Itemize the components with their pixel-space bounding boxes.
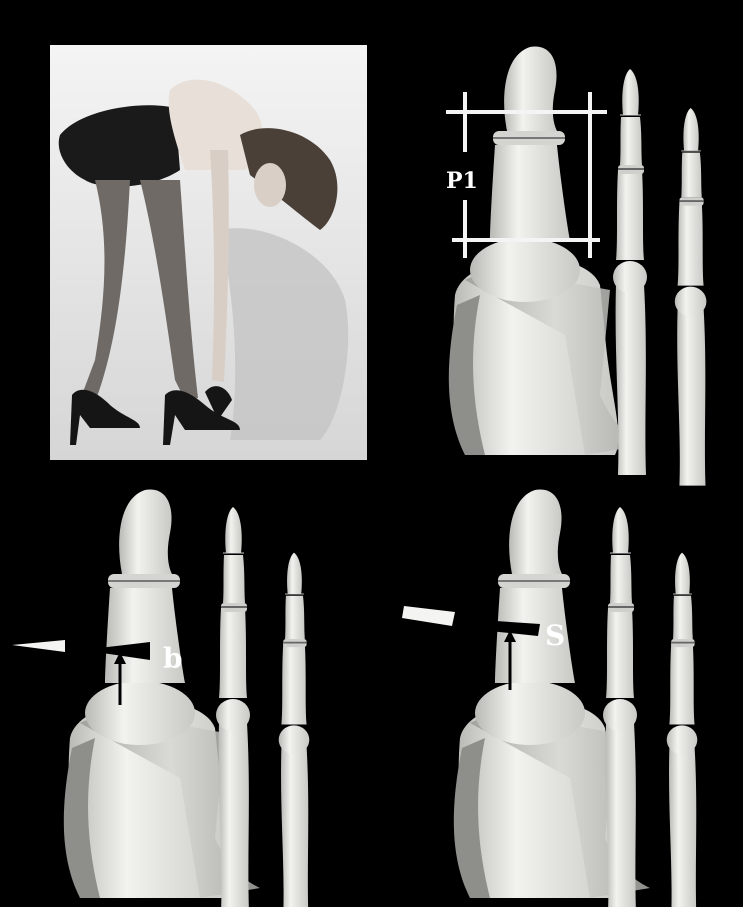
photo-panel [50, 45, 367, 460]
b-label: b [163, 642, 183, 675]
removed-wedge [12, 640, 65, 652]
anatomy-reference-panel: P1 [446, 47, 706, 486]
wedge-subcapital-panel: S [402, 490, 697, 907]
third-toe-bones-b [279, 553, 310, 907]
p1-label: P1 [446, 168, 478, 194]
third-toe-bones-s [667, 553, 698, 907]
second-toe-bones-b [216, 507, 250, 907]
s-label: S [545, 619, 565, 652]
big-toe-bones [449, 47, 645, 455]
second-toe-bones [613, 69, 647, 475]
face-shape [254, 163, 286, 207]
removed-wedge-s [402, 606, 455, 626]
wedge-base-panel: b [12, 490, 309, 907]
second-toe-bones-s [603, 507, 637, 907]
third-toe-bones [675, 108, 707, 486]
